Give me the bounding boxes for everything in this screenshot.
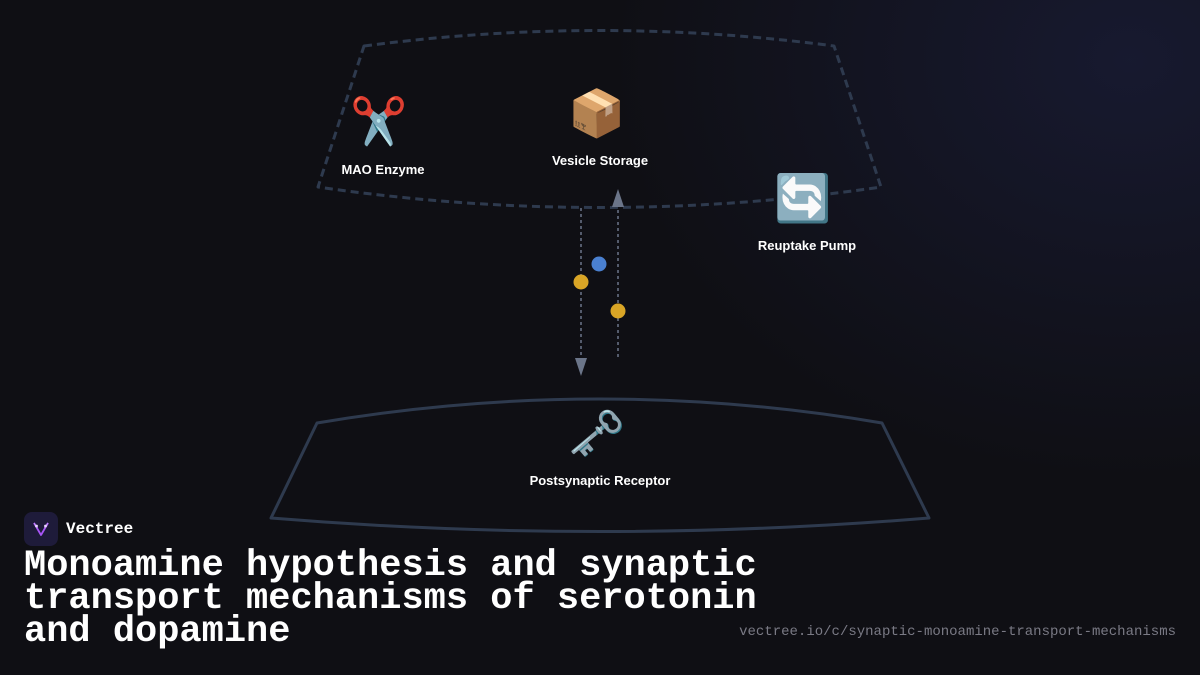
vectree-logo-icon	[24, 512, 58, 546]
brand: Vectree	[24, 512, 133, 546]
postsynaptic-membrane	[269, 397, 931, 533]
dopamine-molecule	[591, 256, 607, 272]
serotonin-molecule	[610, 303, 626, 319]
scissors-icon: ✂️	[350, 94, 408, 148]
serotonin-molecule	[573, 274, 589, 290]
brand-name: Vectree	[66, 520, 134, 538]
cycle-arrows-icon: 🔄	[774, 171, 832, 225]
release-arrow-head	[575, 358, 587, 376]
node-label-postsynaptic-receptor: Postsynaptic Receptor	[529, 473, 671, 488]
reuptake-arrow-head	[612, 189, 624, 207]
node-label-reuptake-pump: Reuptake Pump	[757, 238, 857, 253]
page-url[interactable]: vectree.io/c/synaptic-monoamine-transpor…	[739, 624, 1176, 640]
package-icon: 📦	[568, 86, 626, 140]
page-title: Monoamine hypothesis and synaptic transp…	[24, 545, 757, 653]
presynaptic-membrane	[316, 29, 883, 209]
key-icon: 🗝️	[568, 406, 626, 460]
node-label-vesicle-storage: Vesicle Storage	[551, 153, 649, 168]
node-label-mao-enzyme: MAO Enzyme	[341, 162, 425, 177]
